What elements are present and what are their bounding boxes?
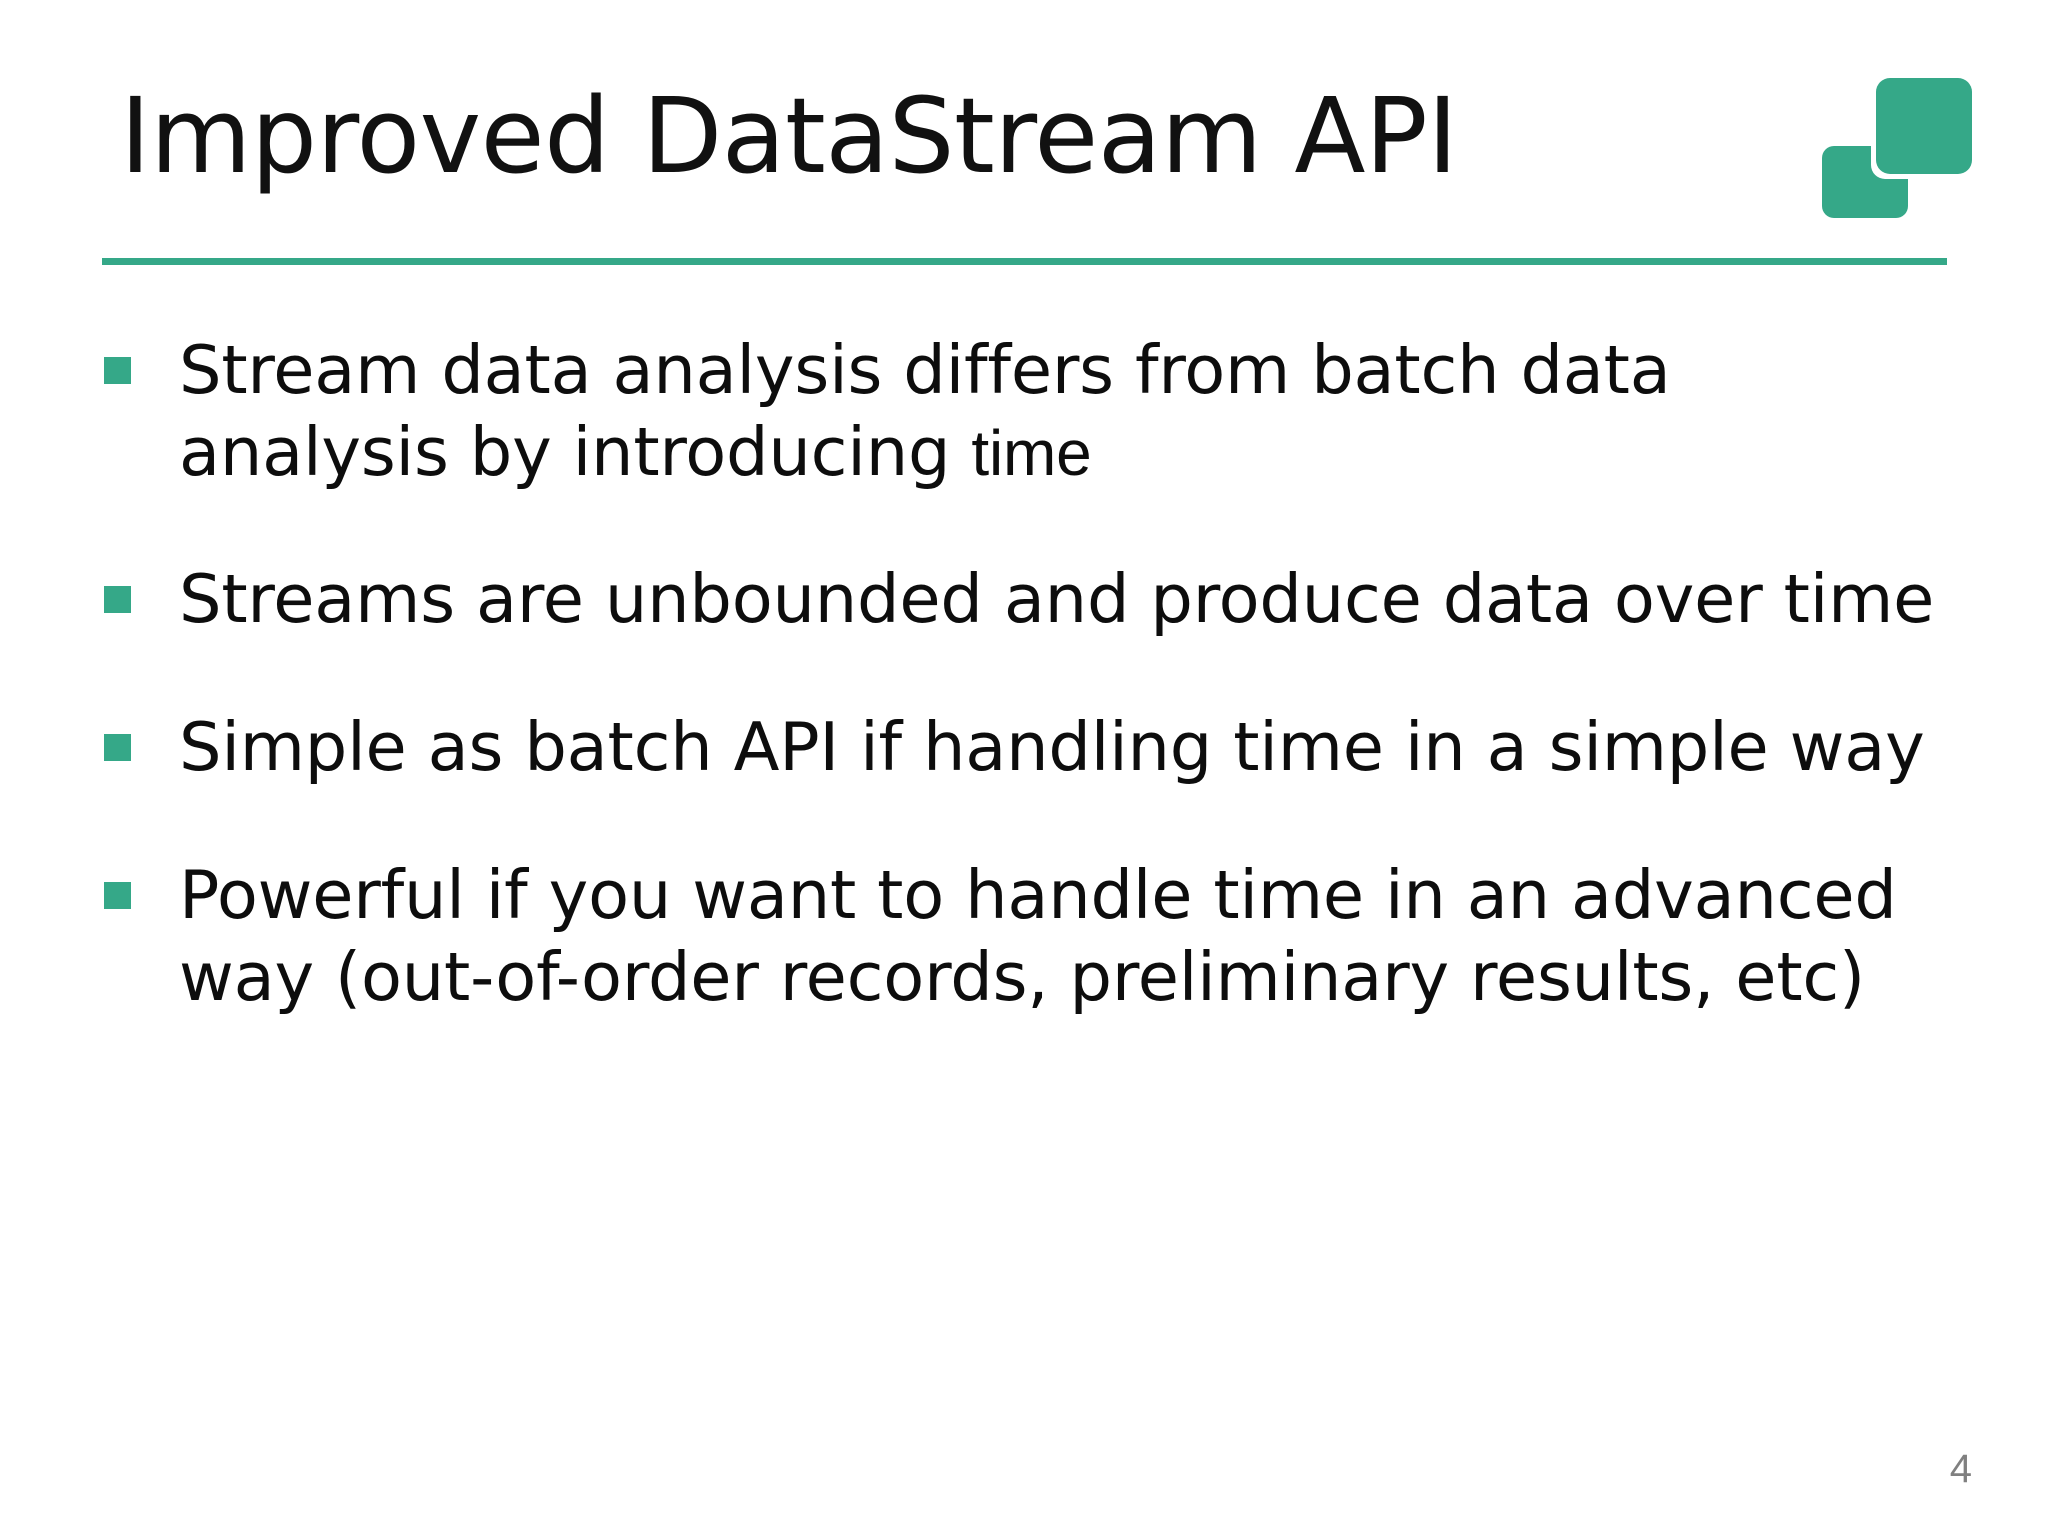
bullet-list: Stream data analysis differs from batch … [104,330,1944,1018]
list-item-text-main: Streams are unbounded and produce data o… [179,560,1935,639]
list-item-text-emphasis: time [971,416,1092,489]
list-item-text-main: Simple as batch API if handling time in … [179,708,1925,787]
list-item: Streams are unbounded and produce data o… [104,559,1944,641]
list-item-text-main: Powerful if you want to handle time in a… [179,855,1897,1016]
list-item: Stream data analysis differs from batch … [104,330,1944,493]
list-item-text: Stream data analysis differs from batch … [179,330,1944,493]
list-item-text-main: Stream data analysis differs from batch … [179,331,1671,491]
logo-square-front-icon [1876,78,1972,174]
title-divider [102,258,1947,265]
page-number: 4 [1949,1447,1972,1491]
list-item: Simple as batch API if handling time in … [104,707,1944,789]
list-item: Powerful if you want to handle time in a… [104,855,1944,1018]
bullet-square-icon [104,357,131,384]
bullet-square-icon [104,881,131,909]
page-title: Improved DataStream API [120,75,1458,197]
bullet-square-icon [104,734,131,762]
two-squares-logo [1822,78,1982,218]
list-item-text: Powerful if you want to handle time in a… [179,855,1944,1018]
list-item-text: Simple as batch API if handling time in … [179,707,1944,789]
bullet-square-icon [104,586,131,614]
list-item-text: Streams are unbounded and produce data o… [179,559,1944,641]
